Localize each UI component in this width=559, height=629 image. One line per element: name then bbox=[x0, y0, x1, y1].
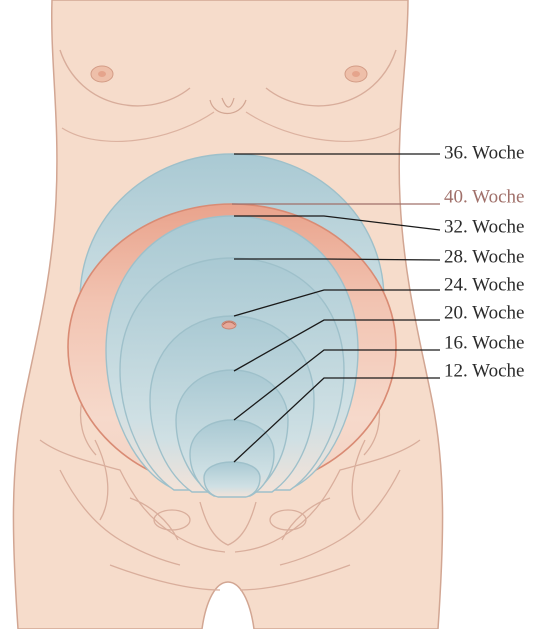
label-week-32: 32. Woche bbox=[444, 216, 524, 237]
label-week-24: 24. Woche bbox=[444, 274, 524, 295]
navel bbox=[222, 321, 236, 329]
label-week-20: 20. Woche bbox=[444, 302, 524, 323]
label-week-12: 12. Woche bbox=[444, 360, 524, 381]
label-week-28: 28. Woche bbox=[444, 246, 524, 267]
week-labels: 36. Woche 40. Woche 32. Woche 28. Woche … bbox=[444, 142, 524, 381]
label-week-16: 16. Woche bbox=[444, 332, 524, 353]
uterus-week-12 bbox=[204, 462, 260, 497]
label-week-36: 36. Woche bbox=[444, 142, 524, 163]
label-week-40: 40. Woche bbox=[444, 186, 524, 207]
